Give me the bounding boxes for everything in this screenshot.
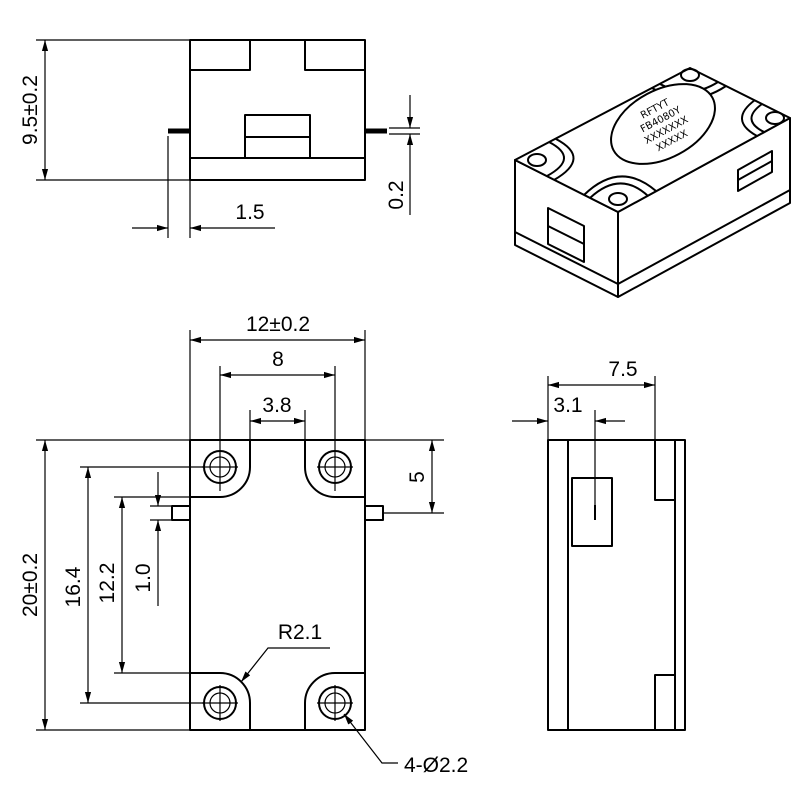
mounting-ear-outline [190, 40, 365, 71]
pin-tab-line [547, 225, 585, 245]
body-outline [189, 39, 366, 181]
dim-label-pin-position: 5 [406, 471, 429, 483]
left-pin [171, 505, 191, 521]
base-band-line [514, 231, 619, 285]
dim-label-pin-length: 1.5 [235, 201, 264, 224]
right-pin [364, 505, 384, 521]
base-band-line [617, 189, 791, 285]
dim-label-body-length: 12.2 [96, 563, 119, 604]
isometric-view: RFTYT FB4080Y XXXXXXX XXXXX [514, 67, 791, 298]
dim-label-length: 20±0.2 [19, 553, 42, 617]
ear-step-left [546, 141, 565, 177]
dim-label-hole-pitch-y: 16.4 [62, 566, 85, 607]
radius-label: R2.1 [278, 621, 322, 644]
dim-label-center-gap: 3.8 [262, 394, 291, 417]
pin-window [571, 477, 613, 547]
label-text: RFTYT FB4080Y XXXXXXX XXXXX [639, 97, 691, 154]
dim-label-height: 9.5±0.2 [19, 75, 42, 145]
ear-step-left [553, 138, 575, 181]
side-view: 7.5 3.1 [512, 358, 686, 731]
ear-step-right [750, 103, 765, 133]
corner-contour-bottom-right [304, 672, 365, 730]
label-disc [610, 83, 716, 165]
dim-label-pin-offset: 3.1 [553, 394, 582, 417]
dim-label-hole-pitch-x: 8 [272, 348, 284, 371]
dim-label-depth: 7.5 [608, 358, 637, 381]
front-view: 9.5±0.2 1.5 0.2 [19, 39, 420, 238]
leader-line-holes [343, 713, 398, 764]
mounting-hole [527, 153, 547, 167]
top-view: 12±0.2 8 3.8 5 20±0.2 16.4 12.2 [19, 313, 468, 777]
ear-step-front [583, 175, 657, 196]
mounting-hole [608, 192, 628, 206]
dim-label-pin-thickness: 0.2 [385, 180, 408, 209]
dim-label-pin-width: 1.0 [132, 563, 155, 592]
leader-line-radius [240, 647, 330, 683]
mounting-ear-outline [654, 440, 675, 730]
ear-step-front [589, 182, 649, 199]
corner-contour-top-left [190, 440, 251, 498]
dim-label-width: 12±0.2 [246, 313, 310, 336]
body-outline [547, 439, 686, 731]
body-outline [189, 439, 366, 731]
mounting-hole [680, 68, 700, 82]
mounting-hole [765, 111, 785, 125]
pin-tab-line [737, 160, 773, 181]
hole-callout-label: 4-Ø2.2 [404, 754, 468, 777]
ear-step-right [741, 99, 758, 137]
corner-contour-top-right [304, 440, 365, 498]
